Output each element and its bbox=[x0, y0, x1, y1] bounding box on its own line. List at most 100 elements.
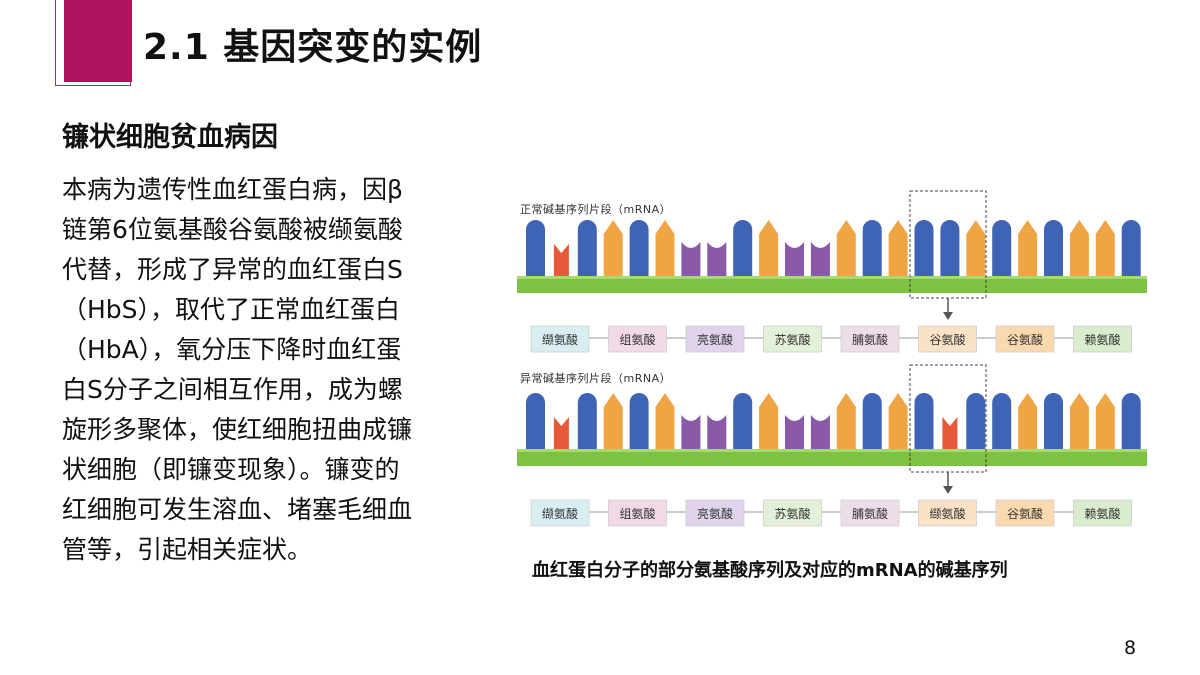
figure-caption: 血红蛋白分子的部分氨基酸序列及对应的mRNA的碱基序列 bbox=[532, 560, 1008, 581]
guanine-base bbox=[836, 393, 856, 449]
cytosine-base bbox=[810, 242, 830, 276]
amino-acid-label: 谷氨酸 bbox=[929, 332, 965, 347]
amino-acid-label: 脯氨酸 bbox=[852, 332, 888, 347]
adenine-base bbox=[526, 393, 545, 449]
amino-acid-label: 亮氨酸 bbox=[697, 506, 733, 521]
adenine-base bbox=[992, 220, 1012, 276]
guanine-base bbox=[966, 220, 986, 276]
amino-acid-label: 组氨酸 bbox=[619, 506, 655, 521]
adenine-base bbox=[526, 220, 545, 276]
amino-acid-box bbox=[840, 325, 900, 353]
adenine-base bbox=[1121, 220, 1141, 276]
amino-acid-label: 脯氨酸 bbox=[852, 506, 888, 521]
amino-acid-box bbox=[685, 499, 745, 527]
amino-acid-label: 谷氨酸 bbox=[1007, 332, 1043, 347]
adenine-base bbox=[1044, 393, 1063, 449]
adenine-base bbox=[966, 393, 986, 449]
normal-sequence-label: 正常碱基序列片段（mRNA） bbox=[520, 203, 672, 216]
slide-title: 2.1 基因突变的实例 bbox=[143, 27, 483, 68]
amino-acid-box bbox=[995, 499, 1055, 527]
adenine-base bbox=[1121, 393, 1141, 449]
body-line: 旋形多聚体，使红细胞扭曲成镰 bbox=[62, 415, 413, 444]
guanine-base bbox=[603, 220, 623, 276]
amino-acid-label: 赖氨酸 bbox=[1084, 332, 1120, 347]
guanine-base bbox=[759, 220, 779, 276]
adenine-base bbox=[992, 393, 1012, 449]
amino-acid-box bbox=[995, 325, 1055, 353]
body-line: （HbA），氧分压下降时血红蛋 bbox=[62, 335, 402, 364]
body-line: 状细胞（即镰变现象）。镰变的 bbox=[62, 455, 400, 484]
amino-acid-box bbox=[840, 499, 900, 527]
amino-acid-label: 赖氨酸 bbox=[1084, 506, 1120, 521]
amino-acid-label: 组氨酸 bbox=[619, 332, 655, 347]
amino-acid-box bbox=[1073, 325, 1132, 353]
adenine-base bbox=[940, 220, 960, 276]
guanine-base bbox=[655, 220, 675, 276]
adenine-base bbox=[914, 393, 934, 449]
body-line: 链第6位氨基酸谷氨酸被缬氨酸 bbox=[62, 215, 403, 244]
amino-acid-label: 缬氨酸 bbox=[542, 506, 578, 521]
amino-acid-box bbox=[530, 325, 590, 353]
amino-acid-label: 缬氨酸 bbox=[929, 506, 965, 521]
amino-acid-label: 亮氨酸 bbox=[697, 332, 733, 347]
body-line: （HbS），取代了正常血红蛋白 bbox=[62, 295, 401, 324]
page-number: 8 bbox=[1124, 637, 1137, 659]
adenine-base bbox=[862, 393, 882, 449]
mrna-backbone bbox=[517, 449, 1147, 466]
mrna-backbone-highlight bbox=[517, 449, 1147, 452]
uracil-base bbox=[553, 417, 569, 449]
amino-acid-label: 苏氨酸 bbox=[774, 332, 810, 347]
adenine-base bbox=[577, 393, 597, 449]
guanine-base bbox=[1018, 220, 1038, 276]
amino-acid-box bbox=[1073, 499, 1132, 527]
amino-acid-box bbox=[608, 325, 667, 353]
arrow-head bbox=[943, 312, 953, 320]
body-line: 白S分子之间相互作用，成为螺 bbox=[62, 375, 403, 404]
amino-acid-label: 谷氨酸 bbox=[1007, 506, 1043, 521]
adenine-base bbox=[577, 220, 597, 276]
adenine-base bbox=[629, 220, 649, 276]
section-subtitle: 镰状细胞贫血病因 bbox=[62, 122, 278, 153]
adenine-base bbox=[862, 220, 882, 276]
guanine-base bbox=[655, 393, 675, 449]
amino-acid-box bbox=[530, 499, 590, 527]
amino-acid-box bbox=[608, 499, 667, 527]
cytosine-base bbox=[785, 242, 804, 276]
adenine-base bbox=[629, 393, 649, 449]
cytosine-base bbox=[681, 242, 701, 276]
mrna-backbone-highlight bbox=[517, 276, 1147, 279]
body-line: 红细胞可发生溶血、堵塞毛细血 bbox=[62, 495, 413, 524]
cytosine-base bbox=[707, 415, 727, 449]
amino-acid-box bbox=[918, 325, 977, 353]
adenine-base bbox=[1044, 220, 1063, 276]
amino-acid-label: 苏氨酸 bbox=[774, 506, 810, 521]
guanine-base bbox=[836, 220, 856, 276]
uracil-base bbox=[942, 417, 958, 449]
guanine-base bbox=[888, 220, 908, 276]
guanine-base bbox=[759, 393, 779, 449]
abnormal-sequence-label: 异常碱基序列片段（mRNA） bbox=[520, 372, 672, 385]
cytosine-base bbox=[810, 415, 830, 449]
cytosine-base bbox=[681, 415, 701, 449]
amino-acid-label: 缬氨酸 bbox=[542, 332, 578, 347]
cytosine-base bbox=[785, 415, 804, 449]
body-line: 代替，形成了异常的血红蛋白S bbox=[62, 255, 403, 284]
guanine-base bbox=[1069, 220, 1089, 276]
cytosine-base bbox=[707, 242, 727, 276]
guanine-base bbox=[1018, 393, 1038, 449]
arrow-head bbox=[943, 486, 953, 494]
adenine-base bbox=[914, 220, 934, 276]
guanine-base bbox=[603, 393, 623, 449]
guanine-base bbox=[1095, 393, 1115, 449]
body-line: 本病为遗传性血红蛋白病，因β bbox=[62, 175, 403, 204]
adenine-base bbox=[733, 393, 753, 449]
guanine-base bbox=[888, 393, 908, 449]
amino-acid-box bbox=[918, 499, 977, 527]
body-line: 管等，引起相关症状。 bbox=[62, 535, 313, 564]
amino-acid-box bbox=[685, 325, 745, 353]
amino-acid-box bbox=[763, 499, 822, 527]
body-paragraph: 本病为遗传性血红蛋白病，因β 链第6位氨基酸谷氨酸被缬氨酸 代替，形成了异常的血… bbox=[62, 170, 487, 570]
amino-acid-box bbox=[763, 325, 822, 353]
guanine-base bbox=[1095, 220, 1115, 276]
